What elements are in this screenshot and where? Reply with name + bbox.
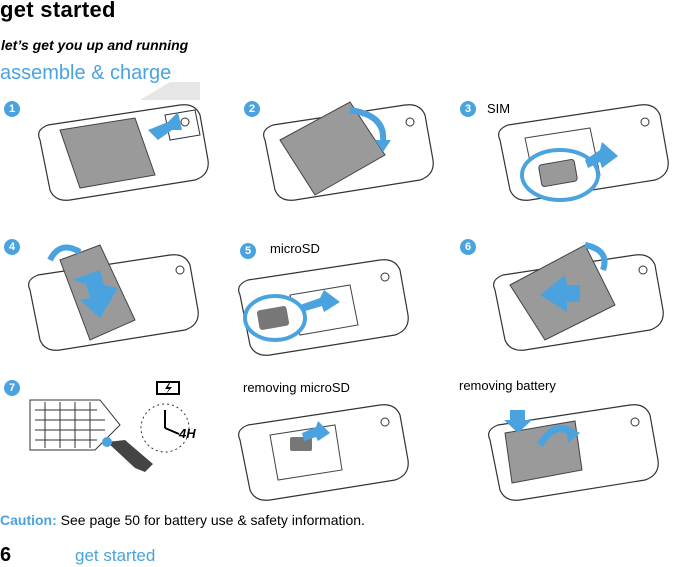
label-removing-microsd: removing microSD xyxy=(243,380,350,395)
footer-section: get started xyxy=(75,546,156,565)
battery-icon xyxy=(156,381,180,395)
phone-back-illustration-8 xyxy=(238,404,409,501)
phone-back-illustration-9 xyxy=(488,404,659,501)
section-heading: assemble & charge xyxy=(0,62,172,84)
step-badge-6: 6 xyxy=(460,239,476,255)
phone-back-illustration-2 xyxy=(263,101,434,201)
phone-back-illustration-3 xyxy=(498,104,669,202)
page-title: get started xyxy=(0,0,116,22)
label-removing-battery: removing battery xyxy=(459,378,556,393)
step-label-microsd: microSD xyxy=(270,241,320,256)
sim-card-icon xyxy=(538,159,578,187)
phone-back-illustration-6 xyxy=(493,242,664,351)
step-badge-5: 5 xyxy=(240,243,256,259)
caution-heading: Caution: xyxy=(0,512,57,528)
caution-text: See page 50 for battery use & safety inf… xyxy=(56,512,365,528)
step-badge-7: 7 xyxy=(4,380,20,396)
step-badge-1: 1 xyxy=(4,101,20,117)
microsd-card-icon xyxy=(256,306,290,330)
clock-icon xyxy=(140,403,190,453)
step-label-sim: SIM xyxy=(487,101,511,116)
charge-time-label: 4H xyxy=(178,426,196,441)
step-badge-2: 2 xyxy=(244,101,260,117)
charger-illustration: 4H xyxy=(29,381,196,472)
page-subtitle: let’s get you up and running xyxy=(1,37,189,53)
step-badge-4: 4 xyxy=(4,239,20,255)
caution-note: Caution: See page 50 for battery use & s… xyxy=(0,512,365,528)
section-tab-shape xyxy=(140,82,200,100)
phone-back-illustration-5 xyxy=(238,259,409,356)
step-badge-3: 3 xyxy=(460,101,476,117)
phone-back-illustration-1 xyxy=(38,104,209,201)
phone-back-illustration-4 xyxy=(28,244,199,351)
page-number: 6 xyxy=(0,544,12,566)
